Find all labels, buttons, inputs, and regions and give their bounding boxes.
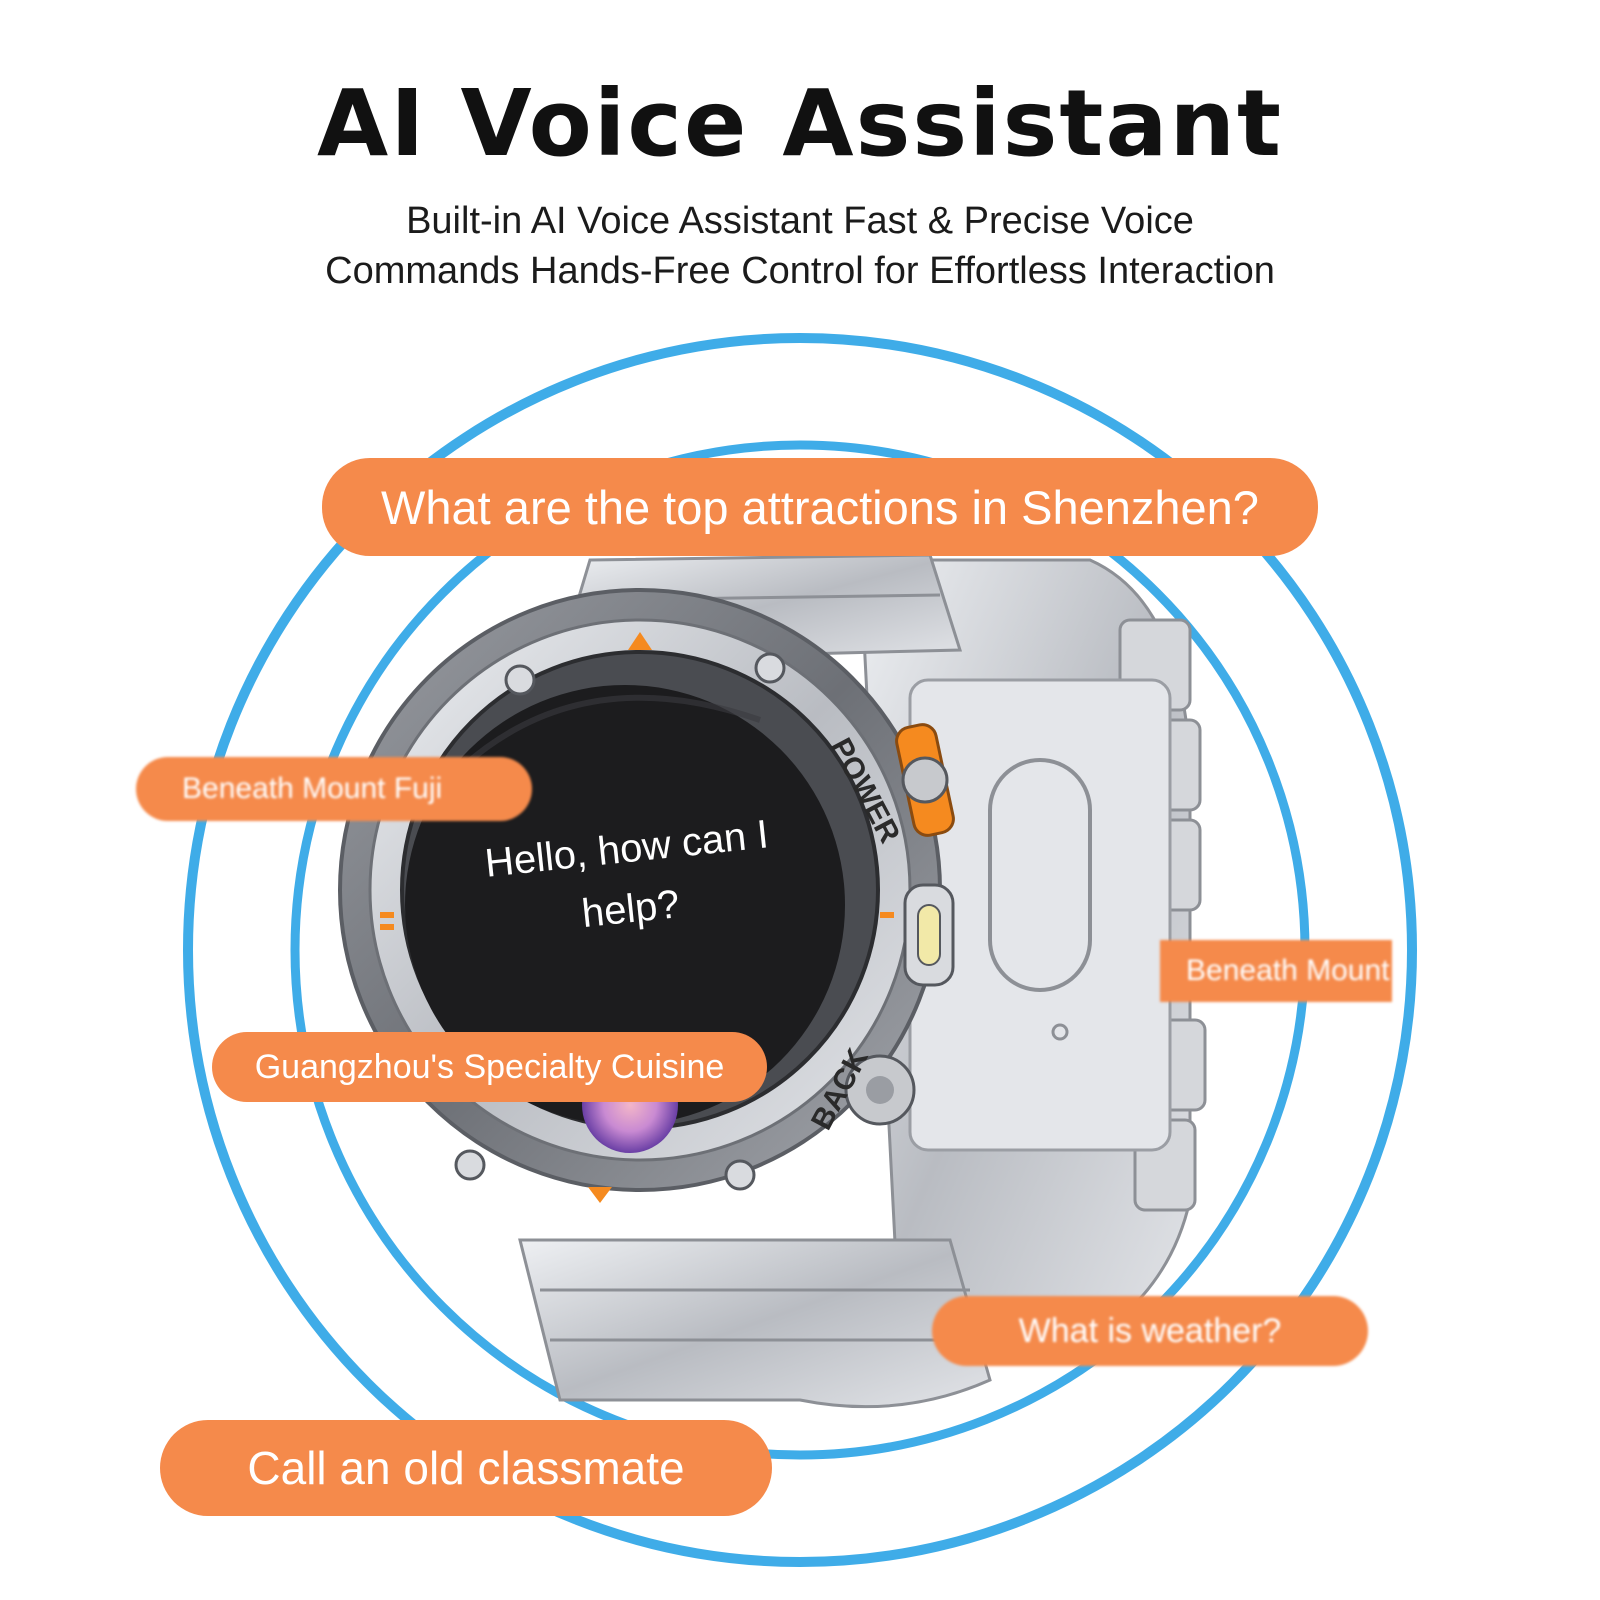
outer-blue-ring bbox=[183, 333, 1417, 1567]
screw-icon bbox=[504, 664, 536, 696]
bubble-text: Call an old classmate bbox=[247, 1442, 685, 1494]
side-button bbox=[903, 883, 955, 987]
bubble-text: Beneath Mount Fuji bbox=[182, 772, 443, 805]
back-crown bbox=[844, 1054, 916, 1126]
bubble-text: What are the top attractions in Shenzhen… bbox=[381, 480, 1259, 534]
speech-bubble-shenzhen: What are the top attractions in Shenzhen… bbox=[322, 458, 1318, 556]
screw-icon bbox=[754, 652, 786, 684]
metal-strap-bottom bbox=[518, 1238, 992, 1409]
screw-icon bbox=[454, 1149, 486, 1181]
screen-prompt-line2: help? bbox=[580, 882, 682, 936]
speech-bubble-guangzhou: Guangzhou's Specialty Cuisine bbox=[212, 1032, 767, 1102]
subtitle-line1: Built-in AI Voice Assistant Fast & Preci… bbox=[406, 200, 1194, 242]
speech-bubble-classmate: Call an old classmate bbox=[160, 1420, 772, 1516]
bubble-text: Beneath Mount Fuji bbox=[1186, 954, 1392, 987]
subtitle-line2: Commands Hands-Free Control for Effortle… bbox=[325, 250, 1275, 292]
screw-icon bbox=[724, 1159, 756, 1191]
orange-crown-icon bbox=[895, 723, 955, 837]
bubble-text: Guangzhou's Specialty Cuisine bbox=[254, 1047, 725, 1086]
bubble-text: What is weather? bbox=[1018, 1311, 1282, 1350]
speech-bubble-fuji-cropped: Beneath Mount Fuji bbox=[1160, 940, 1392, 1002]
page-title: AI Voice Assistant bbox=[317, 70, 1283, 177]
speech-bubble-weather: What is weather? bbox=[932, 1296, 1368, 1366]
speech-bubble-fuji: Beneath Mount Fuji bbox=[136, 757, 532, 821]
